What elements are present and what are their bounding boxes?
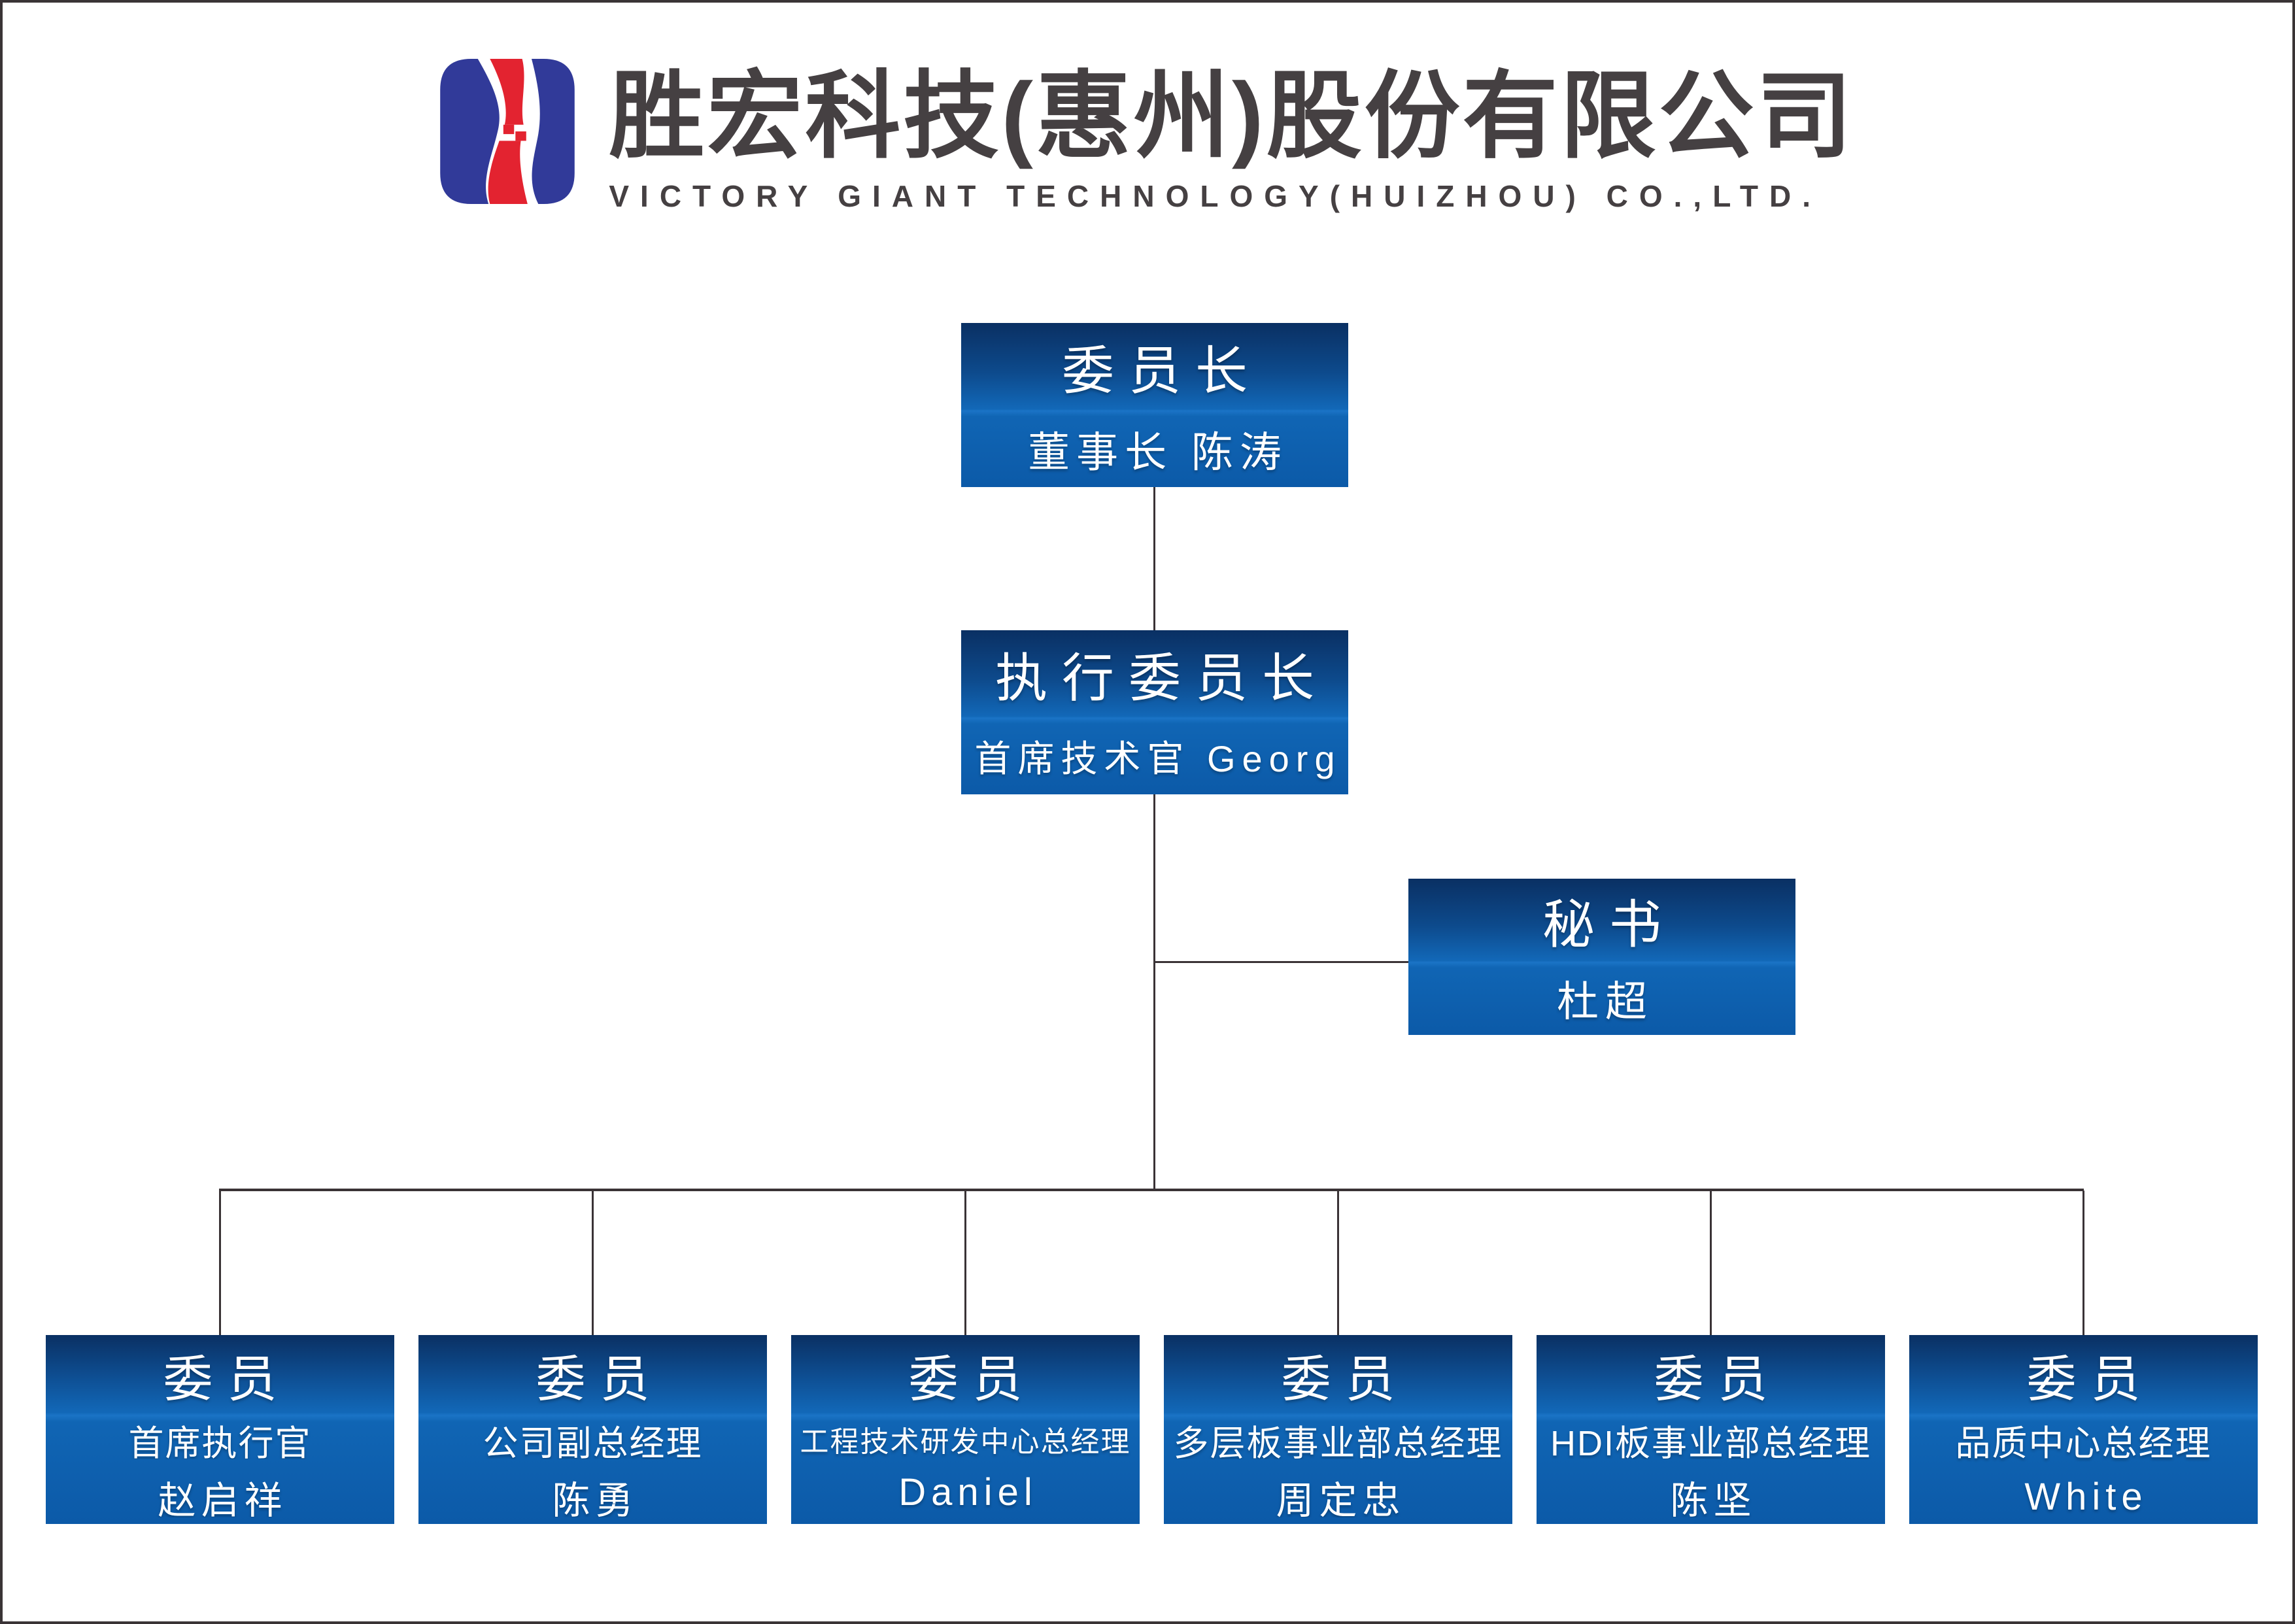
- node-title: 委员: [1281, 1351, 1410, 1408]
- node-person: 首席技术官 Georg: [974, 738, 1342, 780]
- node-title: 执行委员长: [995, 649, 1329, 708]
- connector-drop-member-6: [2082, 1191, 2084, 1336]
- node-person: 董事长 陈涛: [1028, 428, 1288, 476]
- node-person: 陈坚: [1670, 1480, 1757, 1517]
- node-person: 杜超: [1557, 978, 1654, 1026]
- connector-drop-member-4: [1337, 1191, 1339, 1336]
- connector-drop-member-1: [219, 1191, 221, 1336]
- node-person: 周定忠: [1276, 1480, 1406, 1517]
- node-member-6: 委员 品质中心总经理 White: [1909, 1335, 2258, 1524]
- node-secretary: 秘书 杜超: [1408, 879, 1795, 1035]
- node-title: 委员: [163, 1351, 292, 1408]
- connector-drop-member-3: [964, 1191, 966, 1336]
- connector-drop-member-2: [592, 1191, 594, 1336]
- node-role: 品质中心总经理: [1955, 1424, 2212, 1464]
- node-title: 委员: [2026, 1351, 2155, 1408]
- node-person: White: [2024, 1476, 2148, 1517]
- node-person: 陈勇: [552, 1480, 639, 1517]
- connector-secretary-branch: [1155, 961, 1410, 963]
- node-member-4: 委员 多层板事业部总经理 周定忠: [1164, 1335, 1512, 1524]
- node-person: Daniel: [898, 1470, 1038, 1514]
- node-member-2: 委员 公司副总经理 陈勇: [418, 1335, 767, 1524]
- node-exec-chairman: 执行委员长 首席技术官 Georg: [961, 630, 1348, 794]
- node-title: 委员: [908, 1351, 1037, 1408]
- connector-exec-trunk: [1153, 794, 1155, 1191]
- node-member-1: 委员 首席执行官 赵启祥: [46, 1335, 394, 1524]
- node-role: 多层板事业部总经理: [1173, 1424, 1503, 1459]
- node-role: 首席执行官: [128, 1424, 312, 1459]
- node-chairman: 委员长 董事长 陈涛: [961, 323, 1348, 487]
- company-name-block: 胜宏科技(惠州)股份有限公司 VICTORY GIANT TECHNOLOGY(…: [609, 66, 1854, 213]
- company-header: 胜宏科技(惠州)股份有限公司 VICTORY GIANT TECHNOLOGY(…: [3, 43, 2292, 220]
- company-logo-icon: [440, 59, 575, 204]
- company-name-zh: 胜宏科技(惠州)股份有限公司: [609, 63, 1855, 170]
- connector-chairman-exec: [1153, 487, 1155, 631]
- node-role: 公司副总经理: [483, 1424, 703, 1459]
- node-person: 赵启祥: [158, 1480, 288, 1517]
- node-title: 委员: [1654, 1351, 1782, 1408]
- node-title: 委员: [536, 1351, 664, 1408]
- node-member-5: 委员 HDI板事业部总经理 陈坚: [1537, 1335, 1885, 1524]
- connector-drop-member-5: [1710, 1191, 1712, 1336]
- node-title: 秘书: [1542, 895, 1676, 954]
- company-name-en: VICTORY GIANT TECHNOLOGY(HUIZHOU) CO.,LT…: [609, 178, 1822, 213]
- node-role: 工程技术研发中心总经理: [800, 1425, 1131, 1458]
- node-title: 委员长: [1062, 342, 1262, 401]
- node-member-3: 委员 工程技术研发中心总经理 Daniel: [791, 1335, 1140, 1524]
- node-role: HDI板事业部总经理: [1550, 1424, 1871, 1459]
- connector-distribution-bar: [219, 1189, 2084, 1191]
